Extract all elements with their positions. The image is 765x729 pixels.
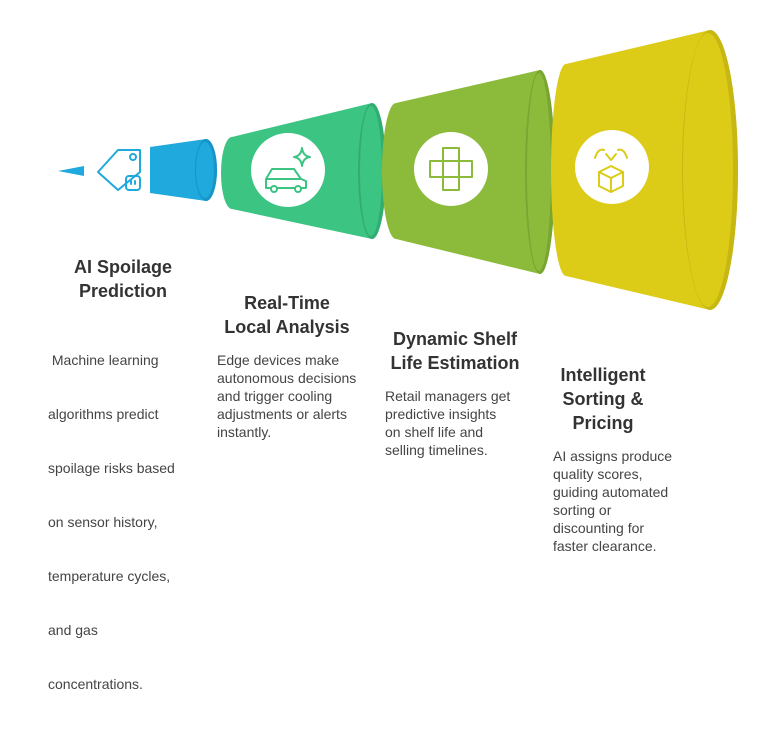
stage-3-title: Dynamic Shelf Life Estimation (385, 327, 525, 375)
stage-4-description: AI assigns produce quality scores, guidi… (553, 447, 713, 555)
stage-1-desc-line-1: Machine learning (48, 352, 159, 368)
segment-dynamic-shelf (382, 70, 555, 274)
stage-1-desc-line-7: concentrations. (48, 676, 143, 692)
stage-2-description: Edge devices make autonomous decisions a… (217, 351, 387, 441)
stage-2-text: Real-Time Local Analysis Edge devices ma… (217, 291, 387, 441)
stage-4-desc-line-5: discounting for (553, 520, 645, 536)
stage-1-title: AI Spoilage Prediction (38, 255, 208, 303)
stage-2-desc-line-4: adjustments or alerts (217, 406, 347, 422)
stage-4-title-line-2: Sorting & (562, 389, 644, 409)
stage-3-desc-line-1: Retail managers get (385, 388, 511, 404)
stage-4-title-line-3: Pricing (572, 413, 634, 433)
stage-4-desc-line-4: sorting or (553, 502, 612, 518)
stage-3-description: Retail managers get predictive insights … (385, 387, 545, 459)
stage-1-desc-line-3: spoilage risks based (48, 460, 175, 476)
stage-4-desc-line-6: faster clearance. (553, 538, 657, 554)
segment-ai-spoilage (58, 139, 217, 201)
stage-4-title-line-1: Intelligent (560, 365, 646, 385)
stage-3-title-line-1: Dynamic Shelf (392, 329, 518, 349)
stage-1-desc-line-2: algorithms predict (48, 406, 159, 422)
stage-1-title-line-1: AI Spoilage (73, 257, 172, 277)
stage-4-desc-line-3: guiding automated (553, 484, 669, 500)
stage-2-desc-line-5: instantly. (217, 424, 272, 440)
stage-1-desc-line-5: temperature cycles, (48, 568, 171, 584)
stage-1-title-line-2: Prediction (78, 281, 167, 301)
stage-4-desc-line-1: AI assigns produce (553, 448, 673, 464)
stage-4-desc-line-2: quality scores, (553, 466, 643, 482)
segment-real-time (221, 103, 386, 239)
stage-2-title-line-2: Local Analysis (224, 317, 350, 337)
stage-4-text: Intelligent Sorting & Pricing AI assigns… (553, 363, 713, 555)
stage-2-title: Real-Time Local Analysis (217, 291, 357, 339)
stage-1-desc-line-4: on sensor history, (48, 514, 158, 530)
funnel-diagram (58, 30, 738, 310)
stage-3-text: Dynamic Shelf Life Estimation Retail man… (385, 327, 545, 459)
stage-2-desc-line-3: and trigger cooling (217, 388, 333, 404)
stage-3-desc-line-3: on shelf life and (385, 424, 484, 440)
stage-2-desc-line-2: autonomous decisions (217, 370, 357, 386)
car-sparkle-icon (265, 147, 311, 193)
stage-3-desc-line-2: predictive insights (385, 406, 497, 422)
price-tag-sensor-icon (97, 149, 141, 191)
stage-2-desc-line-1: Edge devices make (217, 352, 340, 368)
stage-1-description: Machine learning algorithms predict spoi… (48, 315, 208, 729)
bandage-cross-icon (429, 147, 473, 191)
stage-1-desc-line-6: and gas (48, 622, 98, 638)
box-sorting-icon (594, 148, 628, 193)
stage-3-desc-line-4: selling timelines. (385, 442, 488, 458)
stage-2-title-line-1: Real-Time (244, 293, 330, 313)
stage-3-title-line-2: Life Estimation (390, 353, 520, 373)
stage-4-title: Intelligent Sorting & Pricing (553, 363, 653, 435)
segment-intelligent-sorting (551, 30, 738, 310)
stage-1-text: AI Spoilage Prediction Machine learning … (48, 255, 208, 729)
